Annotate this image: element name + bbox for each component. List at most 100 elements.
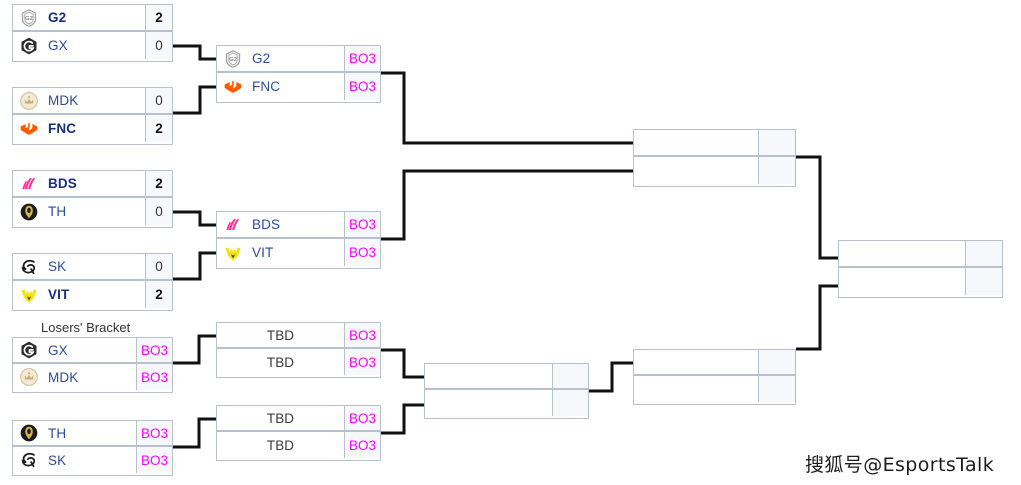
match-row[interactable] [634,350,795,376]
match-row[interactable]: G2 G2 2 [13,5,172,32]
score-cell [758,157,795,184]
opponent [839,241,965,266]
match-ub-r3-1[interactable] [633,129,796,187]
opponent [634,376,758,402]
match-row[interactable]: TH 0 [13,198,172,225]
mdk-logo [20,368,38,386]
match-row[interactable]: MDK BO3 [13,364,172,390]
score-cell: BO3 [344,239,380,266]
opponent: TBD [217,323,344,347]
match-row[interactable] [634,130,795,157]
gx-logo [21,341,37,359]
score-cell: BO3 [136,421,172,445]
match-row[interactable]: TBD BO3 [217,323,380,349]
opponent [634,350,758,374]
team-name: TBD [266,410,295,426]
match-lb-r2-2[interactable]: TBD BO3 TBD BO3 [216,405,381,461]
match-ub-r1-1[interactable]: G2 G2 2 GX 0 [12,4,173,62]
match-row[interactable]: TBD BO3 [217,349,380,375]
score-cell: BO3 [344,349,380,375]
team-name: SK [48,452,67,468]
match-row[interactable] [839,268,1002,295]
team-name: VIT [252,245,274,260]
team-name: FNC [48,121,77,136]
match-row[interactable]: G2 G2 BO3 [217,46,380,73]
bds-logo [22,177,36,189]
score-cell [552,390,588,416]
sk-logo [21,259,36,274]
opponent: SK [13,254,145,279]
score-cell [758,130,795,155]
opponent: TBD [217,349,344,375]
opponent [425,364,552,388]
match-ub-r2-2[interactable]: BDS BO3 VIT BO3 [216,211,381,269]
score-cell [965,268,1002,295]
team-name: G2 [48,10,67,25]
match-grand-final[interactable] [838,240,1003,298]
score-cell: BO3 [344,323,380,347]
match-row[interactable]: VIT 2 [13,281,172,308]
match-row[interactable]: FNC BO3 [217,73,380,100]
opponent: TH [13,421,136,445]
opponent: VIT [217,239,344,266]
match-lb-r4-1[interactable] [633,349,796,405]
score-cell: 2 [145,5,172,30]
match-row[interactable] [839,241,1002,268]
match-row[interactable]: GX BO3 [13,338,172,364]
team-name: MDK [48,93,79,108]
score-cell: 2 [145,171,172,196]
opponent: MDK [13,88,145,113]
match-row[interactable]: BDS BO3 [217,212,380,239]
g2-logo: G2 [21,8,37,27]
match-row[interactable]: MDK 0 [13,88,172,115]
match-row[interactable]: TBD BO3 [217,406,380,432]
team-name: TBD [266,327,295,343]
match-row[interactable] [425,364,588,390]
match-ub-r1-4[interactable]: SK 0 VIT 2 [12,253,173,311]
score-cell: BO3 [136,364,172,390]
fnc-logo [20,122,38,135]
match-lb-r1-2[interactable]: TH BO3 SK BO3 [12,420,173,476]
match-row[interactable]: VIT BO3 [217,239,380,266]
g2-logo: G2 [225,49,241,68]
th-logo [20,203,38,220]
match-row[interactable]: TH BO3 [13,421,172,447]
bds-logo [226,218,240,230]
score-cell: BO3 [136,338,172,362]
team-name: TH [48,204,67,219]
score-cell: BO3 [344,212,380,237]
match-row[interactable] [634,376,795,402]
team-name: FNC [252,79,281,94]
match-lb-r2-1[interactable]: TBD BO3 TBD BO3 [216,322,381,378]
opponent [425,390,552,416]
match-lb-r3-1[interactable] [424,363,589,419]
match-row[interactable]: SK BO3 [13,447,172,473]
match-row[interactable]: TBD BO3 [217,432,380,458]
svg-text:G2: G2 [25,16,34,22]
team-name: TBD [266,354,295,370]
match-ub-r1-3[interactable]: BDS 2 TH 0 [12,170,173,228]
opponent: MDK [13,364,136,390]
opponent: SK [13,447,136,473]
opponent: TBD [217,432,344,458]
match-row[interactable]: SK 0 [13,254,172,281]
match-ub-r2-1[interactable]: G2 G2 BO3 FNC BO3 [216,45,381,103]
team-name: GX [48,342,68,358]
match-row[interactable]: GX 0 [13,32,172,59]
match-row[interactable]: BDS 2 [13,171,172,198]
match-ub-r1-2[interactable]: MDK 0 FNC 2 [12,87,173,145]
fnc-logo [224,80,242,93]
team-name: SK [48,259,67,274]
opponent: G2 G2 [217,46,344,71]
match-row[interactable] [425,390,588,416]
score-cell: 0 [145,32,172,59]
match-lb-r1-1[interactable]: GX BO3 MDK BO3 [12,337,173,393]
opponent: FNC [13,115,145,142]
match-row[interactable]: FNC 2 [13,115,172,142]
match-row[interactable] [634,157,795,184]
team-name: TBD [266,437,295,453]
score-cell [758,376,795,402]
team-name: G2 [252,51,271,66]
score-cell: 2 [145,281,172,308]
team-name: VIT [48,287,70,302]
